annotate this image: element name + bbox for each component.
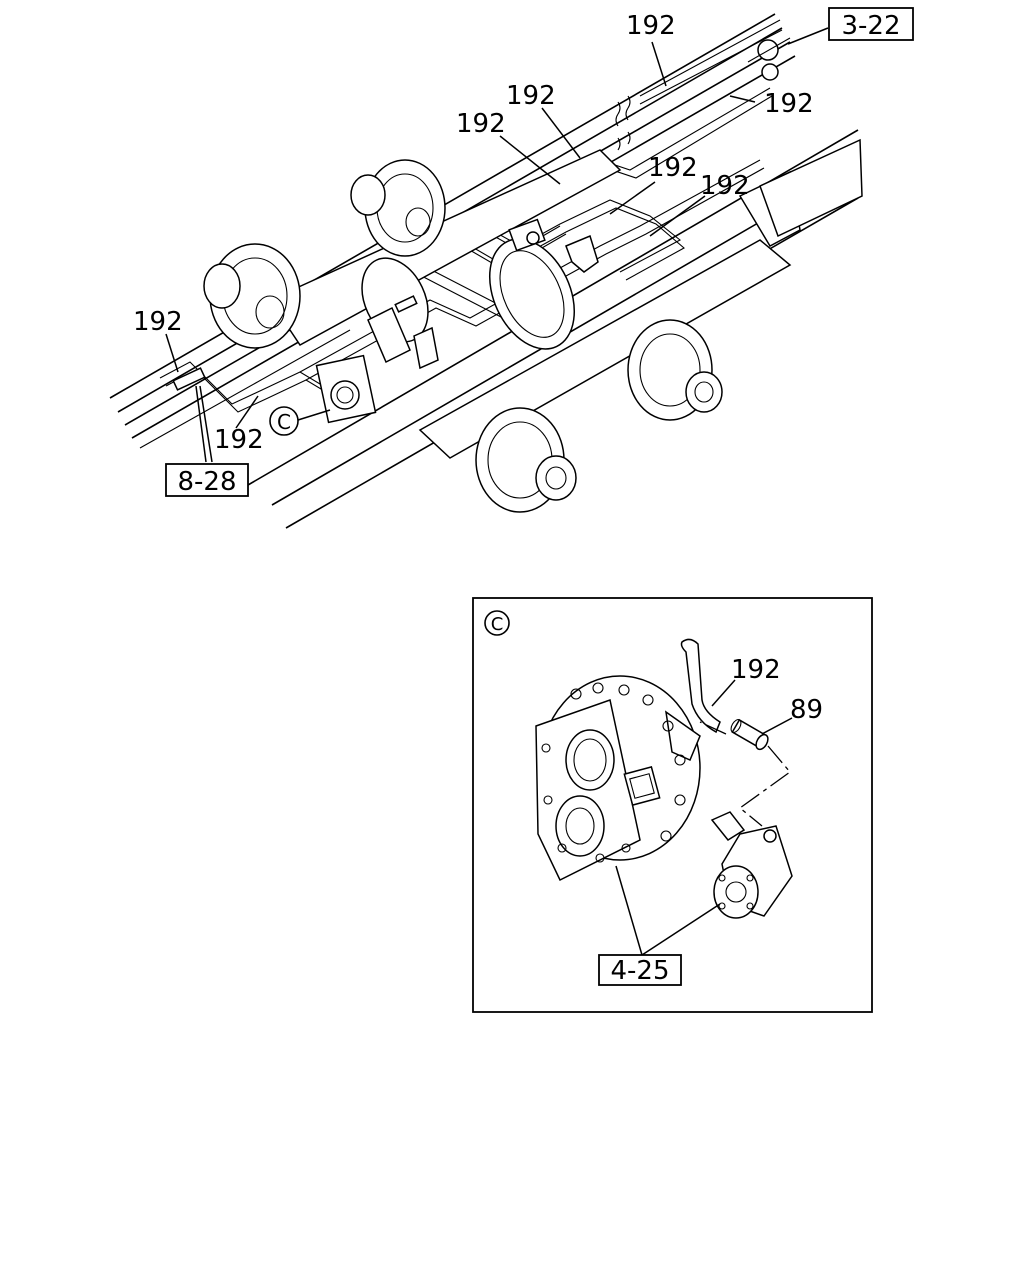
callout-192-upper: 192 [506,81,556,111]
callout-192-top: 192 [626,11,676,41]
detail-connector-label: 89 [790,695,823,725]
ref-4-25-label: 4-25 [610,956,669,986]
axle-housings [268,138,863,459]
hose-192 [680,638,721,734]
callout-192-mid: 192 [648,153,698,183]
hub-lower-right [627,319,723,421]
callout-192-top-right: 192 [764,89,814,119]
rear-axle-assembly: 192 192 192 192 192 192 192 192 C 3-22 8… [109,7,914,529]
callout-192-left: 192 [133,307,183,337]
ref-box-8-28: 8-28 [165,463,249,497]
ref-box-4-25: 4-25 [598,954,682,986]
coupling-top-right [747,37,791,81]
detail-leaders [615,679,793,956]
detail-c-panel: C [472,597,873,1013]
diff-lock-actuator [710,811,793,919]
hub-upper-right [350,159,446,257]
hub-upper-left [203,243,301,349]
differential-carrier [535,675,701,882]
ref-box-3-22: 3-22 [828,7,914,41]
assembly-lines [699,721,791,827]
callout-192-upper-left: 192 [456,109,506,139]
connector-89 [730,718,769,751]
detail-marker-c-label: C [277,410,291,434]
ref-3-22-label: 3-22 [841,11,900,41]
callout-leaders [165,27,829,463]
hub-lower-left [475,407,577,513]
detail-c-marker: C [484,610,510,636]
detail-c-marker-label: C [491,614,504,635]
valves-and-fittings [172,218,599,424]
detail-hose-label: 192 [731,655,781,685]
wheel-hubs [203,159,723,513]
detail-marker-c: C [269,406,299,436]
callout-192-lower: 192 [214,425,264,455]
callout-192-mid-right: 192 [700,171,750,201]
break-marks [615,95,631,151]
ref-8-28-label: 8-28 [177,467,236,497]
